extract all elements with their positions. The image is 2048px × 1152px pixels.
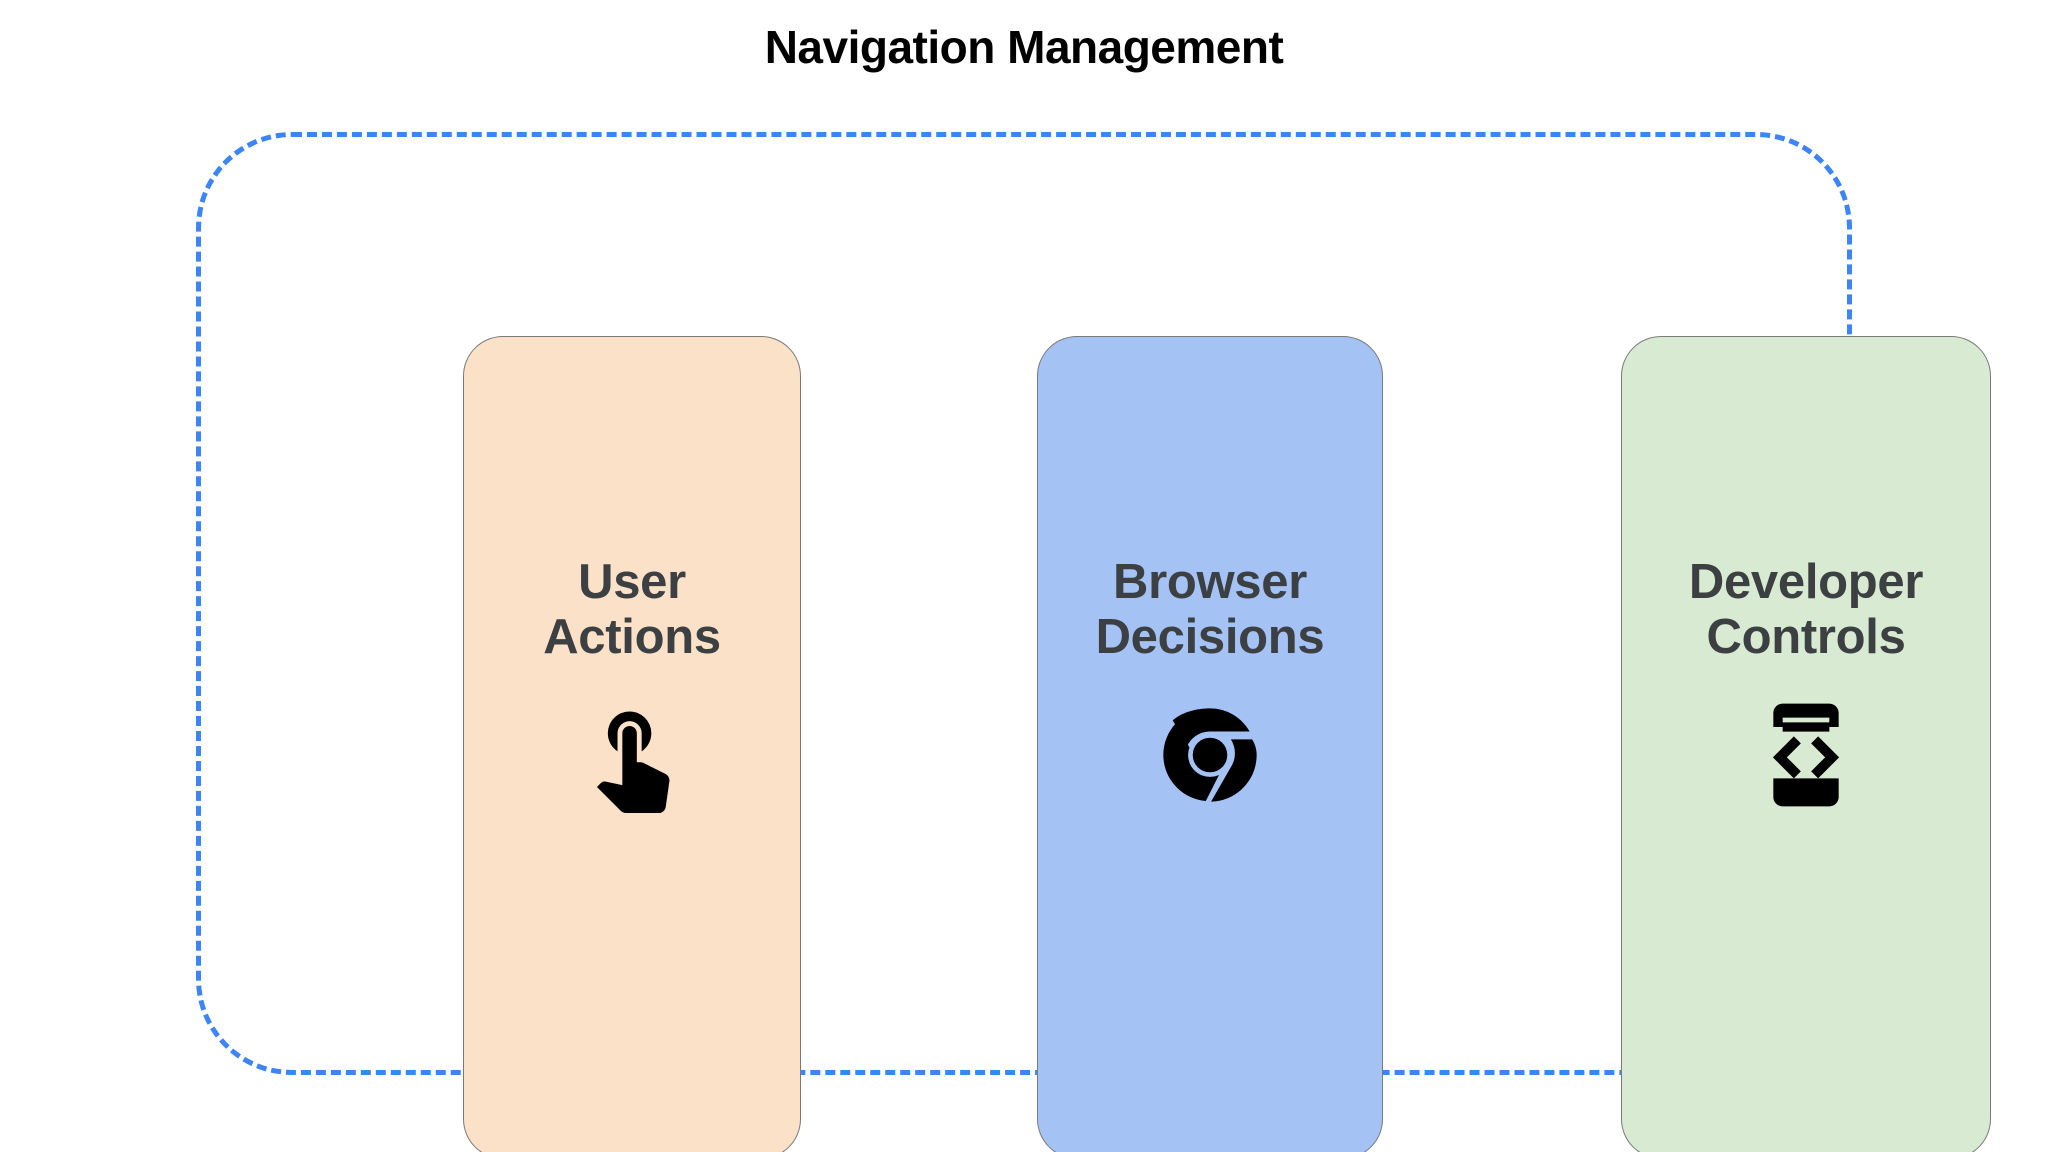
chrome-logo-icon: [1148, 693, 1272, 817]
touch-app-icon: [570, 693, 694, 817]
developer-mode-icon: [1744, 693, 1868, 817]
card-developer-controls[interactable]: Developer Controls: [1621, 336, 1991, 1152]
card-user-actions[interactable]: User Actions: [463, 336, 801, 1152]
navigation-management-group: User Actions Browser Decisions: [196, 132, 1991, 1152]
card-developer-controls-title: Developer Controls: [1688, 555, 1924, 664]
card-browser-decisions-title: Browser Decisions: [1095, 555, 1325, 664]
page-title: Navigation Management: [764, 21, 1284, 73]
card-browser-decisions[interactable]: Browser Decisions: [1037, 336, 1383, 1152]
card-user-actions-title: User Actions: [543, 555, 721, 664]
